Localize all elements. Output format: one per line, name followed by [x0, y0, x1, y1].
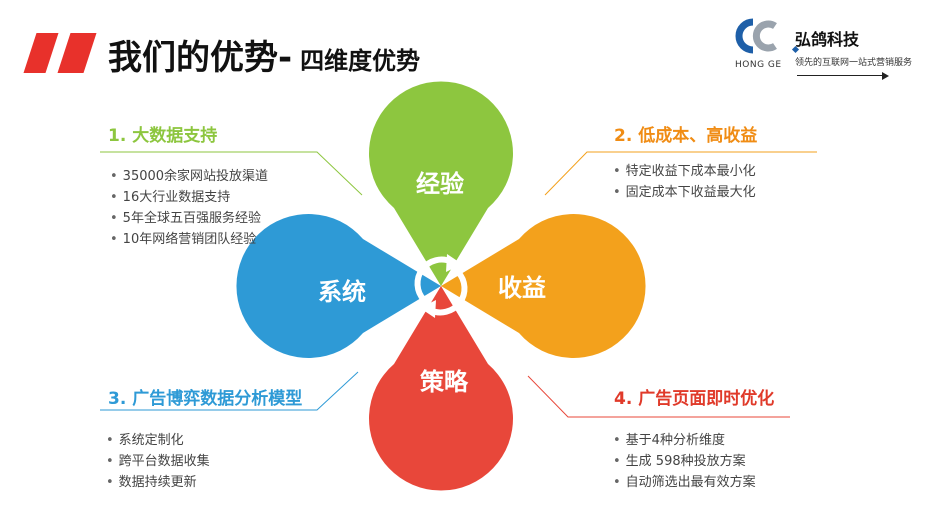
section-2-list: 特定收益下成本最小化 固定成本下收益最大化	[613, 161, 756, 203]
title-sub: 四维度优势	[300, 47, 421, 75]
logo-tagline: 领先的互联网一站式营销服务	[795, 58, 913, 68]
list-item: 固定成本下收益最大化	[613, 182, 756, 203]
section-4-title: 4. 广告页面即时优化	[614, 389, 775, 409]
list-item: 基于4种分析维度	[613, 430, 756, 451]
list-item: 自动筛选出最有效方案	[613, 472, 756, 493]
header-rule	[797, 75, 885, 76]
section-2-title: 2. 低成本、高收益	[614, 126, 758, 146]
petal-label-top: 经验	[416, 170, 464, 198]
header-rule-arrow-icon	[882, 72, 889, 80]
list-item: 系统定制化	[106, 430, 210, 451]
connector-line-3	[100, 371, 359, 411]
section-1-list: 35000余家网站投放渠道 16大行业数据支持 5年全球五百强服务经验 10年网…	[110, 166, 268, 250]
petal-top	[369, 81, 513, 286]
section-3-title: 3. 广告博弈数据分析模型	[108, 389, 303, 409]
list-item: 跨平台数据收集	[106, 451, 210, 472]
petal-bottom	[369, 286, 513, 491]
petal-label-right: 收益	[498, 274, 546, 302]
list-item: 特定收益下成本最小化	[613, 161, 756, 182]
title-main: 我们的优势-	[108, 38, 293, 78]
page-title: 我们的优势-四维度优势	[108, 30, 420, 79]
cycle-arrows-icon	[414, 254, 468, 318]
list-item: 生成 598种投放方案	[613, 451, 756, 472]
list-item: 数据持续更新	[106, 472, 210, 493]
section-4-list: 基于4种分析维度 生成 598种投放方案 自动筛选出最有效方案	[613, 430, 756, 493]
list-item: 16大行业数据支持	[110, 187, 268, 208]
petal-label-bottom: 策略	[420, 368, 468, 396]
logo-name-en: HONG GE	[735, 60, 782, 70]
list-item: 5年全球五百强服务经验	[110, 208, 268, 229]
connector-line-4	[527, 375, 790, 418]
section-1-title: 1. 大数据支持	[108, 126, 218, 146]
petal-right	[441, 214, 646, 358]
section-3-list: 系统定制化 跨平台数据收集 数据持续更新	[106, 430, 210, 493]
connector-line-1	[100, 151, 363, 196]
connector-line-2	[544, 151, 817, 196]
list-item: 35000余家网站投放渠道	[110, 166, 268, 187]
petal-left	[236, 214, 441, 358]
company-logo-icon	[735, 18, 777, 54]
logo-name-cn: 弘鸽科技	[795, 30, 860, 49]
list-item: 10年网络营销团队经验	[110, 229, 268, 250]
petal-label-left: 系统	[318, 278, 366, 306]
